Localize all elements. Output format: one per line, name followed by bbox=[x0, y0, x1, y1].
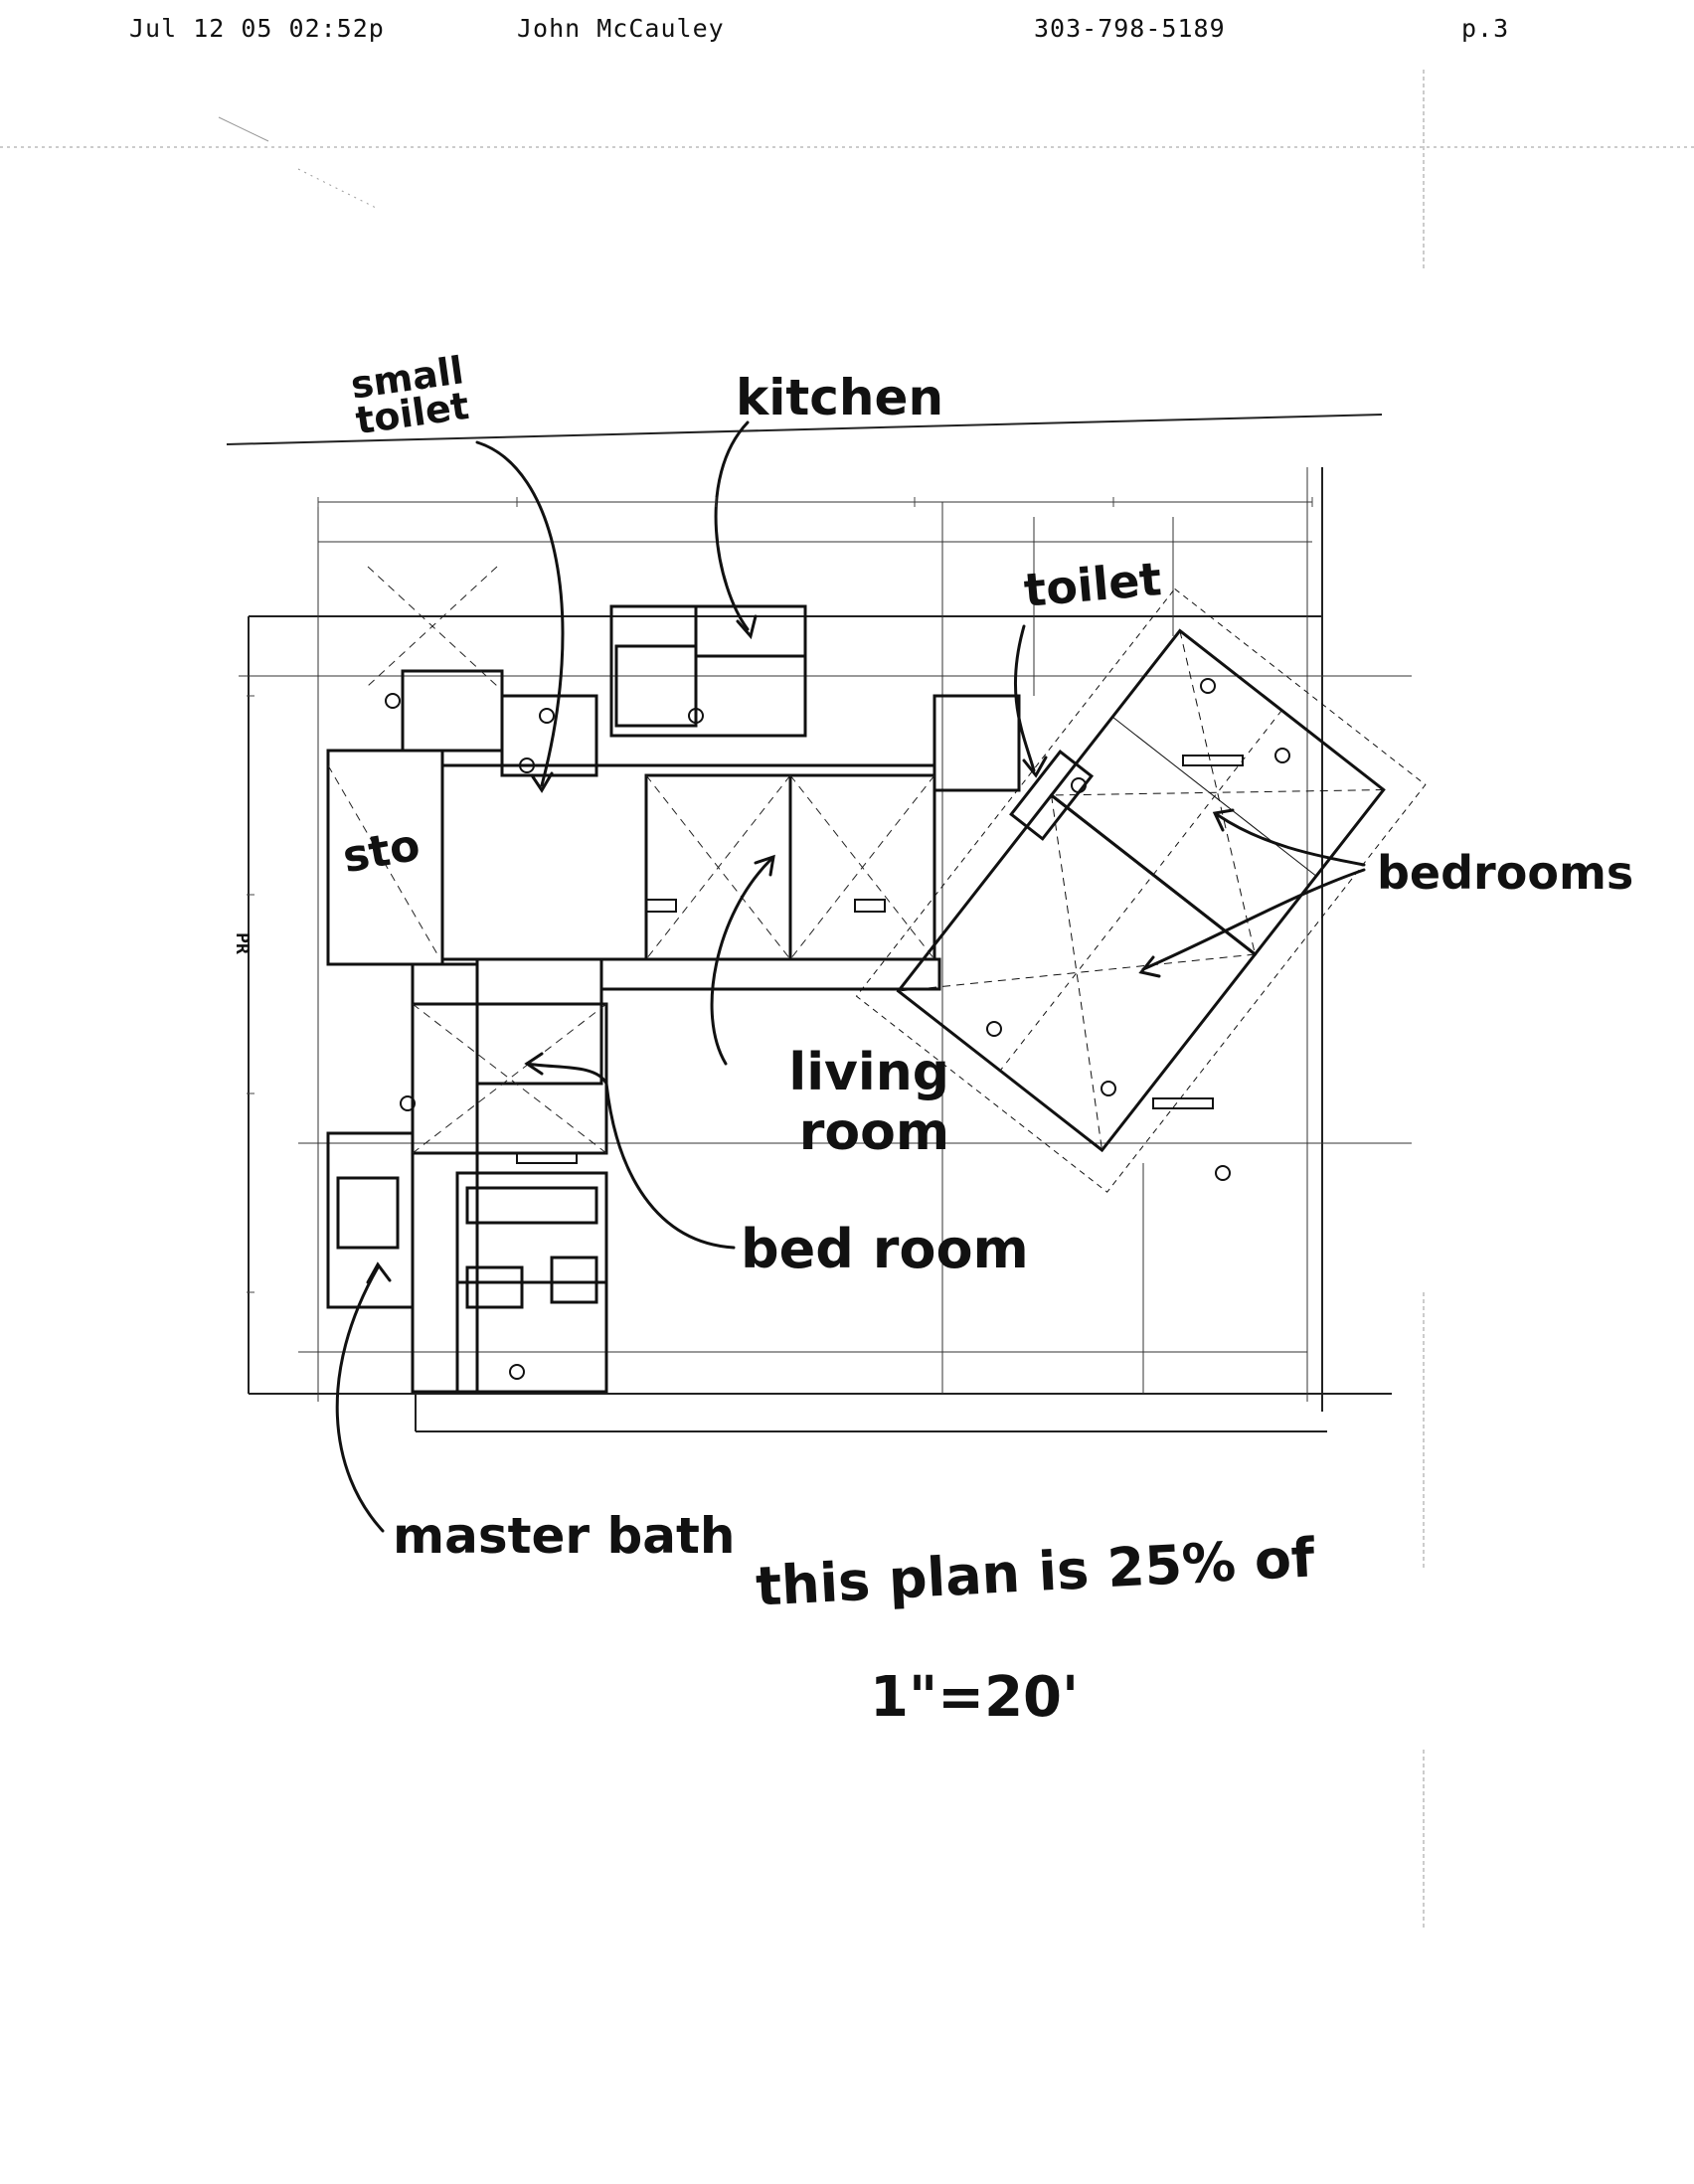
ceiling-diagonals bbox=[327, 566, 935, 1154]
grid-lines bbox=[239, 467, 1412, 1402]
label-toilet: toilet bbox=[1021, 552, 1164, 617]
fixtures bbox=[385, 678, 1290, 1380]
building-walls bbox=[326, 604, 1021, 1394]
label-bedrooms: bedrooms bbox=[1377, 846, 1634, 900]
fax-date-time: Jul 12 05 02:52p bbox=[129, 14, 385, 43]
label-bed-room: bed room bbox=[741, 1218, 1029, 1280]
dimension-ticks bbox=[247, 497, 1313, 1293]
label-sto: sto bbox=[339, 819, 424, 884]
fax-phone: 303-798-5189 bbox=[1034, 14, 1226, 43]
label-master-bath: master bath bbox=[393, 1507, 736, 1565]
scan-artifacts bbox=[0, 70, 1694, 1929]
label-living-room: living room bbox=[788, 1043, 949, 1162]
plan-margin-text: PR bbox=[231, 932, 253, 954]
site-lines bbox=[226, 414, 1392, 1432]
fax-sender: John McCauley bbox=[517, 14, 725, 43]
fax-header: Jul 12 05 02:52p John McCauley 303-798-5… bbox=[0, 14, 1694, 54]
fax-page-number: p.3 bbox=[1461, 14, 1510, 43]
label-kitchen: kitchen bbox=[736, 369, 944, 426]
handwritten-arrows bbox=[335, 420, 1366, 1533]
scale-note-line2: 1"=20' bbox=[870, 1665, 1080, 1730]
